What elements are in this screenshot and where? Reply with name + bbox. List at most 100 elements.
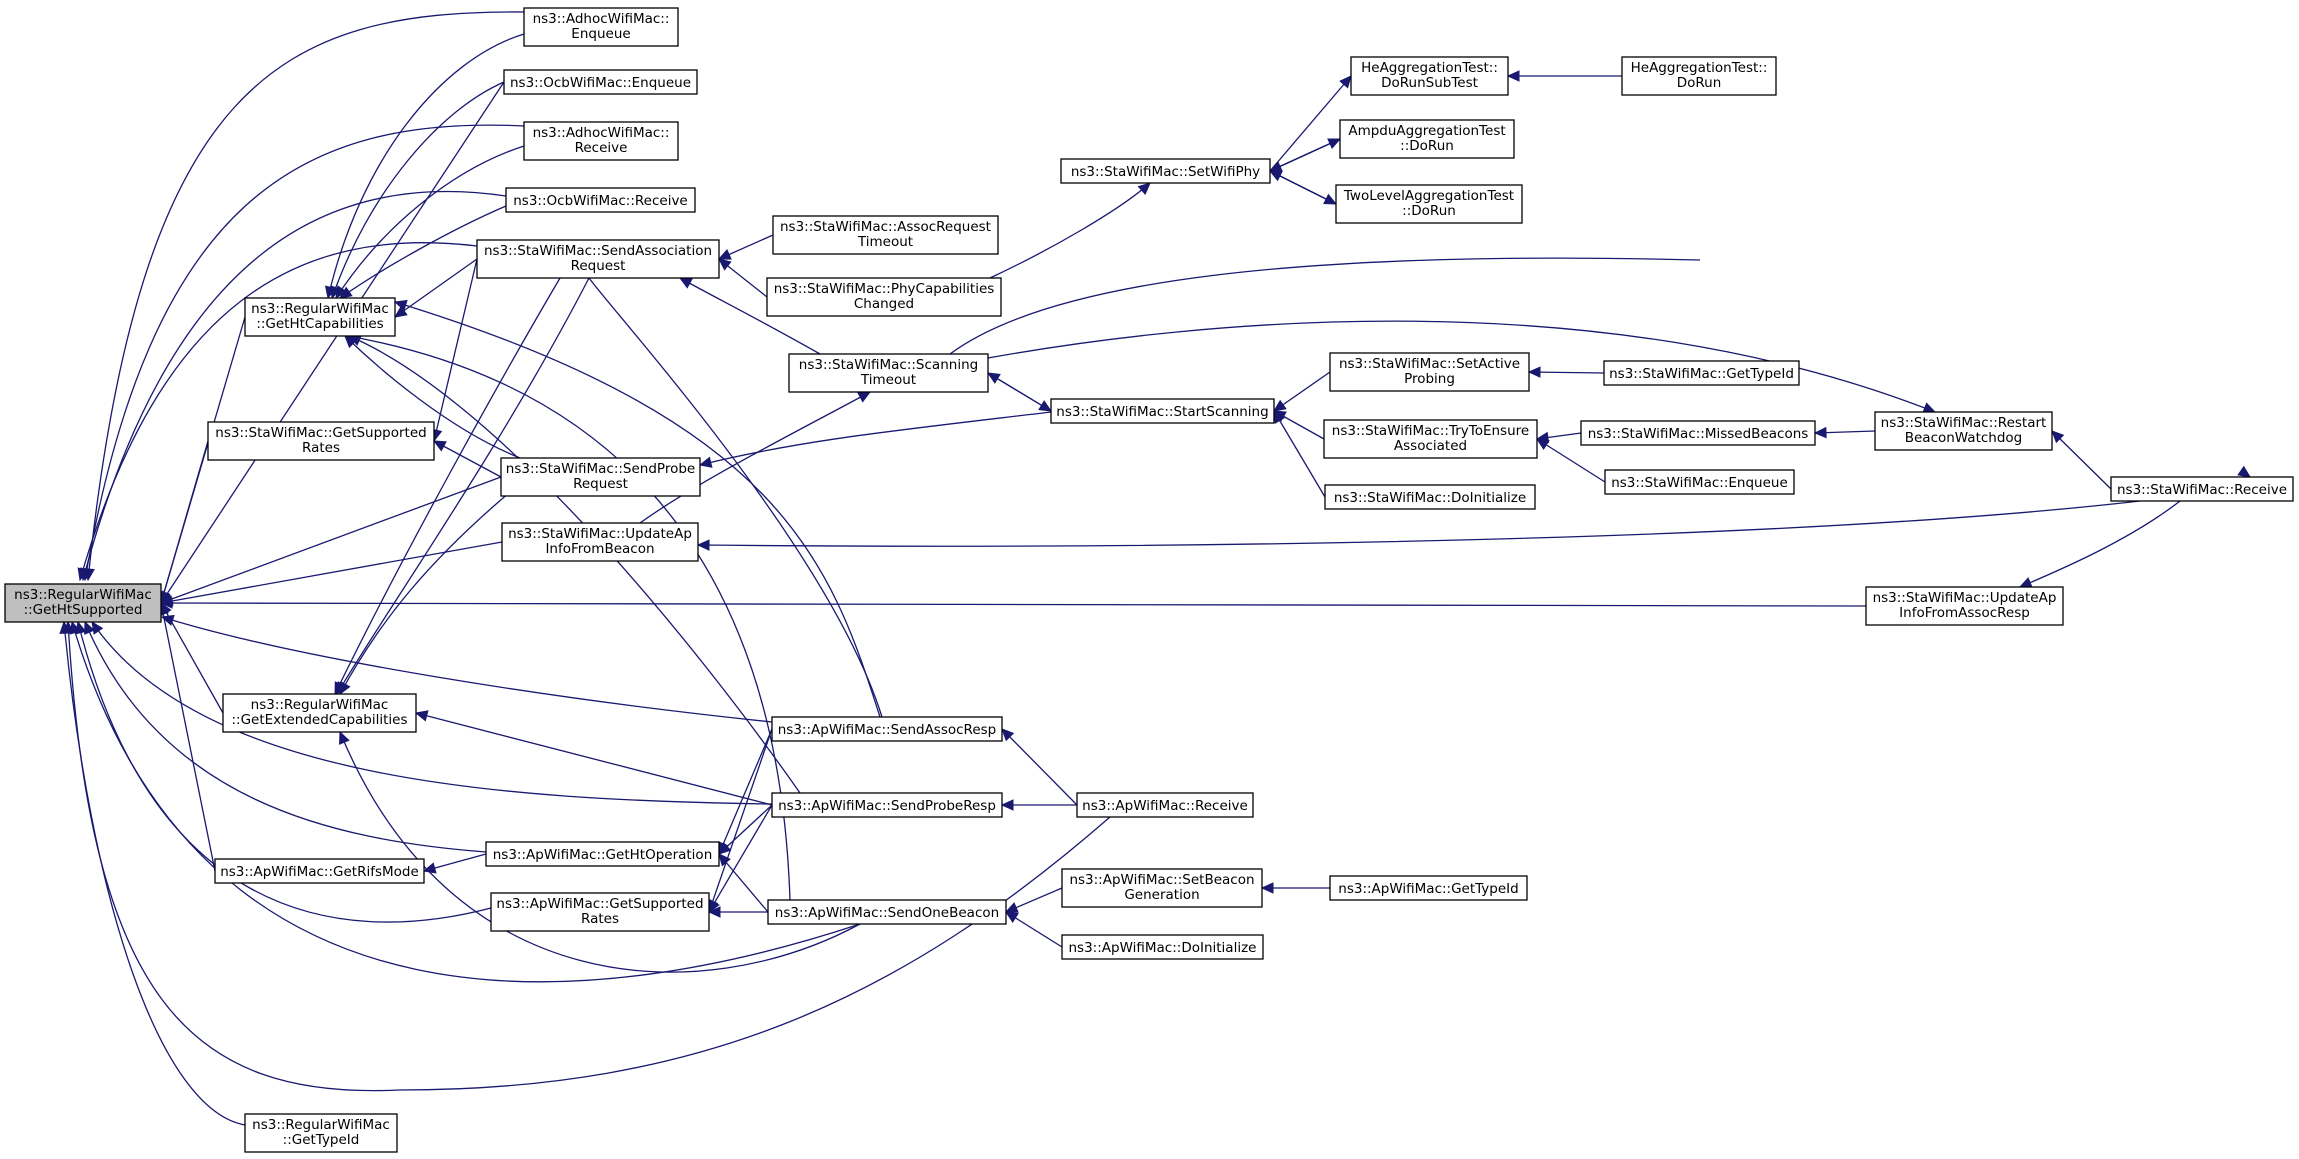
node-box [771, 716, 1003, 742]
node-box [1050, 398, 1275, 424]
arrowhead-icon [1004, 902, 1019, 913]
edge-phyCapChanged-to-setWifiPhy [989, 182, 1151, 279]
node-heDoRunSub[interactable]: HeAggregationTest::DoRunSubTest [1350, 56, 1509, 96]
arrowhead-icon [1813, 426, 1827, 439]
node-label: BeaconWatchdog [1905, 430, 2023, 446]
node-getExtCap[interactable]: ns3::RegularWifiMac::GetExtendedCapabili… [222, 693, 417, 733]
edge-sendOneBeacon-to-getHtCap [347, 335, 791, 901]
node-label: ns3::ApWifiMac::SendProbeResp [778, 798, 996, 814]
edge-ampduDoRun-to-setWifiPhy [1269, 138, 1341, 172]
node-box [1329, 352, 1530, 392]
node-adhocEnq[interactable]: ns3::AdhocWifiMac::Enqueue [523, 7, 679, 47]
arrowhead-icon [1273, 399, 1287, 412]
arrowhead-icon [717, 249, 732, 260]
node-twoLevelDoRun[interactable]: TwoLevelAggregationTest::DoRun [1335, 184, 1523, 224]
node-label: ::GetHtSupported [24, 602, 143, 618]
node-getRifsMode[interactable]: ns3::ApWifiMac::GetRifsMode [214, 858, 425, 884]
node-heDoRun[interactable]: HeAggregationTest::DoRun [1621, 56, 1777, 96]
node-box [1604, 469, 1795, 495]
edge-staDoInit-to-startScanning [1273, 410, 1326, 498]
node-box [766, 277, 1002, 317]
node-sendOneBeacon[interactable]: ns3::ApWifiMac::SendOneBeacon [767, 899, 1007, 925]
node-updApFromAssocResp[interactable]: ns3::StaWifiMac::UpdateApInfoFromAssocRe… [1865, 586, 2064, 626]
node-box [788, 353, 989, 393]
edge-apGetSuppRates-to-root [77, 621, 492, 923]
node-label: ns3::StaWifiMac::Receive [2117, 482, 2287, 498]
node-label: ns3::RegularWifiMac [251, 697, 389, 713]
node-staReceive[interactable]: ns3::StaWifiMac::Receive [2110, 476, 2294, 502]
node-staDoInit[interactable]: ns3::StaWifiMac::DoInitialize [1324, 484, 1536, 510]
node-startScanning[interactable]: ns3::StaWifiMac::StartScanning [1050, 398, 1275, 424]
edge-apReceive-to-sendAssocResp [1001, 728, 1078, 806]
arrowhead-icon [1137, 182, 1151, 195]
node-label: ns3::StaWifiMac::TryToEnsure [1332, 423, 1529, 439]
node-label: ns3::RegularWifiMac [252, 1117, 390, 1133]
edge-setWifiPhy-to-heDoRunSub [1269, 75, 1352, 172]
arrowhead-icon [59, 620, 71, 634]
node-missedBeacons[interactable]: ns3::StaWifiMac::MissedBeacons [1580, 420, 1816, 446]
node-box [503, 69, 698, 95]
node-box [1350, 56, 1509, 96]
arrowhead-icon [1506, 70, 1520, 82]
node-box [1865, 586, 2064, 626]
arrowhead-icon [414, 710, 429, 722]
node-ocbRecv[interactable]: ns3::OcbWifiMac::Receive [505, 187, 696, 213]
node-box [214, 858, 425, 884]
node-ampduDoRun[interactable]: AmpduAggregationTest::DoRun [1339, 119, 1515, 159]
node-label: ::GetTypeId [283, 1132, 360, 1148]
node-label: Generation [1124, 887, 1199, 903]
node-getHtOp[interactable]: ns3::ApWifiMac::GetHtOperation [485, 841, 720, 867]
edge-ocbRecv-to-root [82, 190, 507, 581]
edge-scanTimeout-to-staReceive [949, 257, 1701, 355]
edge-sendProbeReq-to-staGetSuppRates [433, 440, 502, 478]
node-label: InfoFromAssocResp [1899, 605, 2030, 621]
node-staGetTypeId[interactable]: ns3::StaWifiMac::GetTypeId [1603, 360, 1800, 386]
node-label: Associated [1394, 438, 1467, 454]
node-label: Changed [854, 296, 914, 312]
node-apGetTypeId[interactable]: ns3::ApWifiMac::GetTypeId [1329, 875, 1528, 901]
node-root[interactable]: ns3::RegularWifiMac::GetHtSupported [4, 583, 162, 623]
node-setWifiPhy[interactable]: ns3::StaWifiMac::SetWifiPhy [1060, 158, 1271, 184]
node-apDoInit[interactable]: ns3::ApWifiMac::DoInitialize [1061, 934, 1264, 960]
node-label: ns3::RegularWifiMac [251, 301, 389, 317]
node-label: ns3::StaWifiMac::Scanning [799, 357, 978, 373]
node-label: ns3::ApWifiMac::Receive [1082, 798, 1248, 814]
arrowhead-icon [718, 841, 732, 855]
edge-sendProbeReq-to-getExtCap [339, 491, 511, 695]
node-regGetTypeId[interactable]: ns3::RegularWifiMac::GetTypeId [244, 1113, 398, 1153]
node-label: HeAggregationTest:: [1361, 60, 1498, 76]
node-getHtCap[interactable]: ns3::RegularWifiMac::GetHtCapabilities [244, 297, 396, 337]
edge-adhocRecv-to-getHtCap [335, 145, 525, 299]
node-staEnqueue[interactable]: ns3::StaWifiMac::Enqueue [1604, 469, 1795, 495]
edge-scanTimeout-to-startScanning [987, 372, 1052, 412]
edge-sendProbeResp-to-getExtCap [415, 712, 773, 806]
edge-staGetTypeId-to-setActiveProbing [1528, 371, 1605, 374]
node-sendProbeResp[interactable]: ns3::ApWifiMac::SendProbeResp [771, 792, 1003, 818]
edge-scanTimeout-to-sendAssocReq [679, 277, 821, 355]
node-apReceive[interactable]: ns3::ApWifiMac::Receive [1076, 792, 1254, 818]
node-label: ns3::StaWifiMac::DoInitialize [1334, 490, 1526, 506]
arrowhead-icon [857, 391, 872, 403]
node-adhocRecv[interactable]: ns3::AdhocWifiMac::Receive [523, 121, 679, 161]
node-label: Timeout [860, 372, 916, 388]
node-box [1061, 868, 1263, 908]
node-box [485, 841, 720, 867]
node-box [1874, 411, 2053, 451]
edge-ocbEnq-to-getHtCap [331, 81, 505, 299]
node-ocbEnq[interactable]: ns3::OcbWifiMac::Enqueue [503, 69, 698, 95]
node-sendAssocResp[interactable]: ns3::ApWifiMac::SendAssocResp [771, 716, 1003, 742]
node-label: ns3::ApWifiMac::SendAssocResp [778, 722, 997, 738]
arrowhead-icon [1527, 366, 1541, 378]
